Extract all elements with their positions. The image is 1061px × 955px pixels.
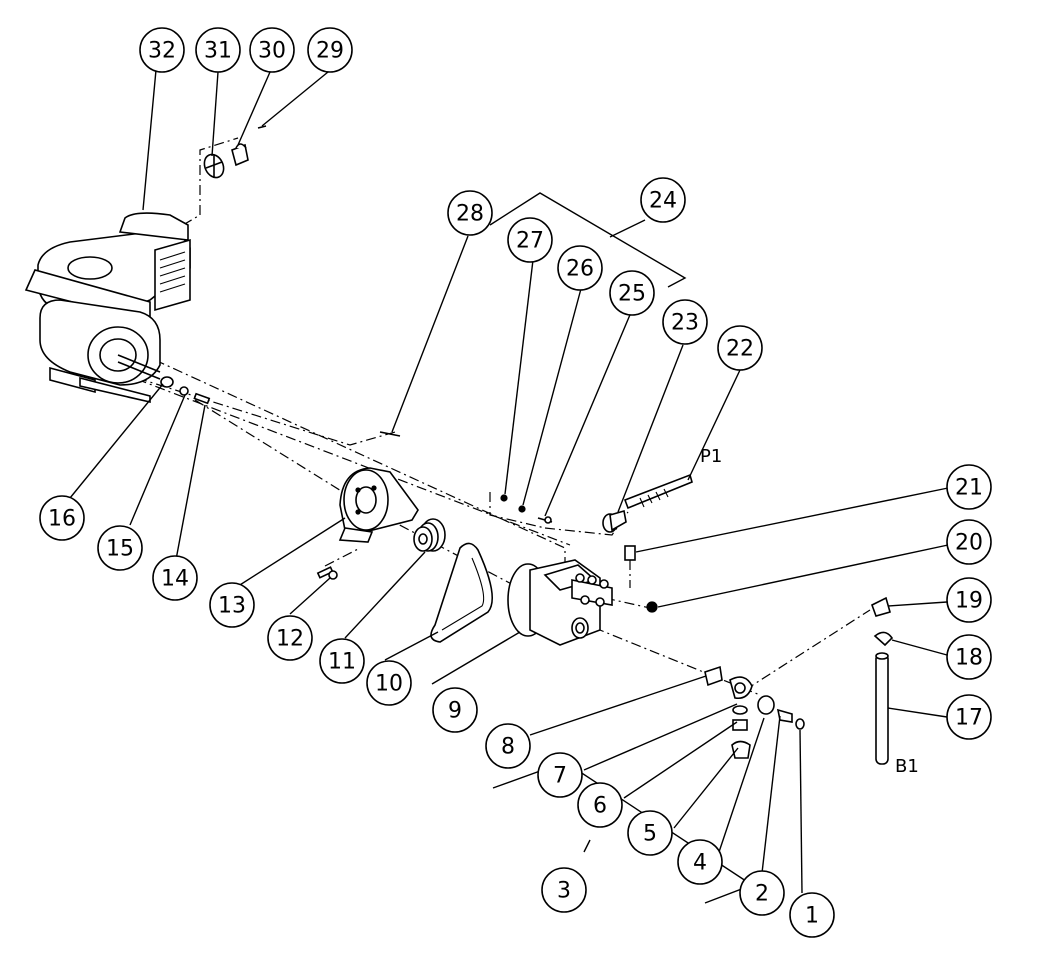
callout-20: 20 — [946, 519, 992, 565]
callout-label: 5 — [643, 822, 657, 847]
bolt-14 — [193, 392, 211, 405]
callout-12: 12 — [267, 615, 313, 661]
callout-28: 28 — [447, 190, 493, 236]
outlet-22 — [623, 473, 693, 510]
leader-lines — [69, 69, 949, 894]
key-28 — [379, 431, 401, 437]
group-bracket-24 — [489, 192, 687, 288]
callout-18: 18 — [946, 634, 992, 680]
callout-23: 23 — [662, 299, 708, 345]
callout-label: 13 — [218, 594, 246, 619]
callout-label: 24 — [649, 189, 677, 214]
callout-label: 14 — [161, 567, 189, 592]
callout-19: 19 — [946, 577, 992, 623]
callout-24: 24 — [640, 177, 686, 223]
callout-label: 3 — [557, 879, 571, 904]
pump-9 — [507, 559, 613, 646]
callout-26: 26 — [557, 245, 603, 291]
parts-29-30-31 — [203, 125, 267, 179]
engine-32 — [24, 212, 191, 404]
callout-label: 23 — [671, 311, 699, 336]
callout-1: 1 — [789, 892, 835, 938]
callout-label: 18 — [955, 646, 983, 671]
callout-16: 16 — [39, 495, 85, 541]
hose-17 — [875, 652, 889, 765]
callout-3: 3 — [541, 867, 587, 913]
callout-27: 27 — [507, 217, 553, 263]
engine-cooling-fins — [159, 251, 186, 293]
callout-label: 1 — [805, 904, 819, 929]
port-label-pressure: P1 — [700, 446, 722, 467]
callout-label: 27 — [516, 229, 544, 254]
callout-label: 12 — [276, 627, 304, 652]
callout-31: 31 — [195, 27, 241, 73]
callout-label: 6 — [593, 794, 607, 819]
callout-29: 29 — [307, 27, 353, 73]
callout-6: 6 — [577, 782, 623, 828]
callout-label: 7 — [553, 764, 567, 789]
adapter-23 — [602, 509, 627, 533]
callout-17: 17 — [946, 694, 992, 740]
callout-label: 20 — [955, 531, 983, 556]
callout-30: 30 — [249, 27, 295, 73]
callout-22: 22 — [717, 325, 763, 371]
washer-15 — [179, 386, 189, 396]
callout-label: 10 — [375, 672, 403, 697]
elbow-19 — [871, 596, 891, 617]
callout-25: 25 — [609, 270, 655, 316]
callout-balloons: 1234567891011121314151617181920212223242… — [39, 27, 992, 938]
nut-18 — [873, 631, 894, 647]
callout-label: 22 — [726, 337, 754, 362]
callout-21: 21 — [946, 464, 992, 510]
callout-15: 15 — [97, 525, 143, 571]
callout-32: 32 — [139, 27, 185, 73]
callout-label: 30 — [258, 39, 286, 64]
callout-9: 9 — [432, 687, 478, 733]
callout-label: 16 — [48, 507, 76, 532]
callout-11: 11 — [319, 638, 365, 684]
group-bracket-3 — [492, 761, 754, 904]
callout-label: 21 — [955, 476, 983, 501]
plug-20 — [646, 601, 658, 613]
valve-parts-25-26-27 — [500, 494, 553, 524]
washer-16 — [160, 376, 174, 388]
callout-label: 4 — [693, 851, 707, 876]
callout-label: 26 — [566, 257, 594, 282]
callout-label: 2 — [755, 882, 769, 907]
callout-14: 14 — [152, 555, 198, 601]
callout-7: 7 — [537, 752, 583, 798]
screw-12 — [316, 566, 338, 580]
belt-10 — [430, 542, 494, 643]
callout-label: 29 — [316, 39, 344, 64]
callout-label: 25 — [618, 282, 646, 307]
callout-10: 10 — [366, 660, 412, 706]
belt-guard-13 — [338, 467, 419, 543]
callout-label: 31 — [204, 39, 232, 64]
callout-label: 28 — [456, 202, 484, 227]
fitting-21 — [624, 545, 636, 561]
port-label-bypass: B1 — [895, 756, 919, 777]
pump-manifold — [571, 573, 613, 607]
callout-13: 13 — [209, 582, 255, 628]
callout-label: 11 — [328, 650, 356, 675]
pulley-11 — [413, 518, 446, 552]
callout-label: 19 — [955, 589, 983, 614]
callout-label: 15 — [106, 537, 134, 562]
callout-2: 2 — [739, 870, 785, 916]
callout-8: 8 — [485, 723, 531, 769]
callout-4: 4 — [677, 839, 723, 885]
bypass-fittings — [704, 665, 805, 759]
callout-5: 5 — [627, 810, 673, 856]
callout-label: 32 — [148, 39, 176, 64]
callout-label: 17 — [955, 706, 983, 731]
callout-label: 8 — [501, 735, 515, 760]
callout-label: 9 — [448, 699, 462, 724]
